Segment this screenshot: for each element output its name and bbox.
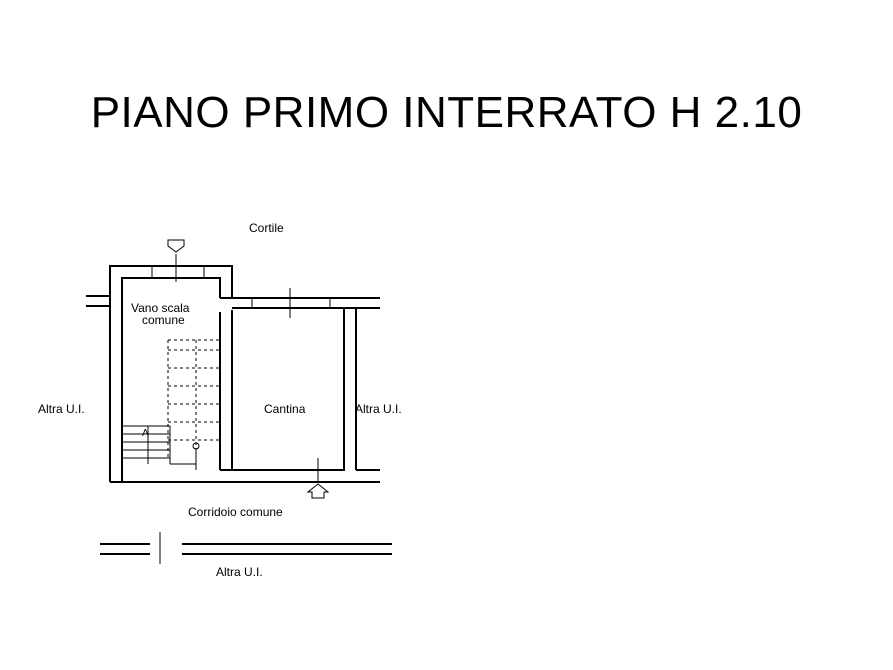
- corridor-wall: [100, 532, 392, 564]
- stairwell-walls: [109, 265, 233, 483]
- label-stairwell-line2: comune: [142, 313, 185, 327]
- page-title: PIANO PRIMO INTERRATO H 2.10: [90, 88, 803, 137]
- stairs: [122, 339, 220, 470]
- left-wall-stub: [86, 295, 110, 307]
- entry-arrow-top: [167, 239, 185, 253]
- label-stairwell-line1: Vano scala: [131, 301, 190, 315]
- label-stair-up: A: [142, 428, 149, 439]
- stairwell-top-opening: [151, 254, 205, 282]
- label-right-unit: Altra U.I.: [355, 402, 402, 416]
- cellar-walls: [232, 288, 380, 483]
- label-bottom-unit: Altra U.I.: [216, 565, 263, 579]
- label-corridor: Corridoio comune: [188, 505, 283, 519]
- label-courtyard: Cortile: [249, 221, 284, 235]
- label-cellar: Cantina: [264, 402, 306, 416]
- label-left-unit: Altra U.I.: [38, 402, 85, 416]
- entry-arrow-corridor: [306, 483, 330, 499]
